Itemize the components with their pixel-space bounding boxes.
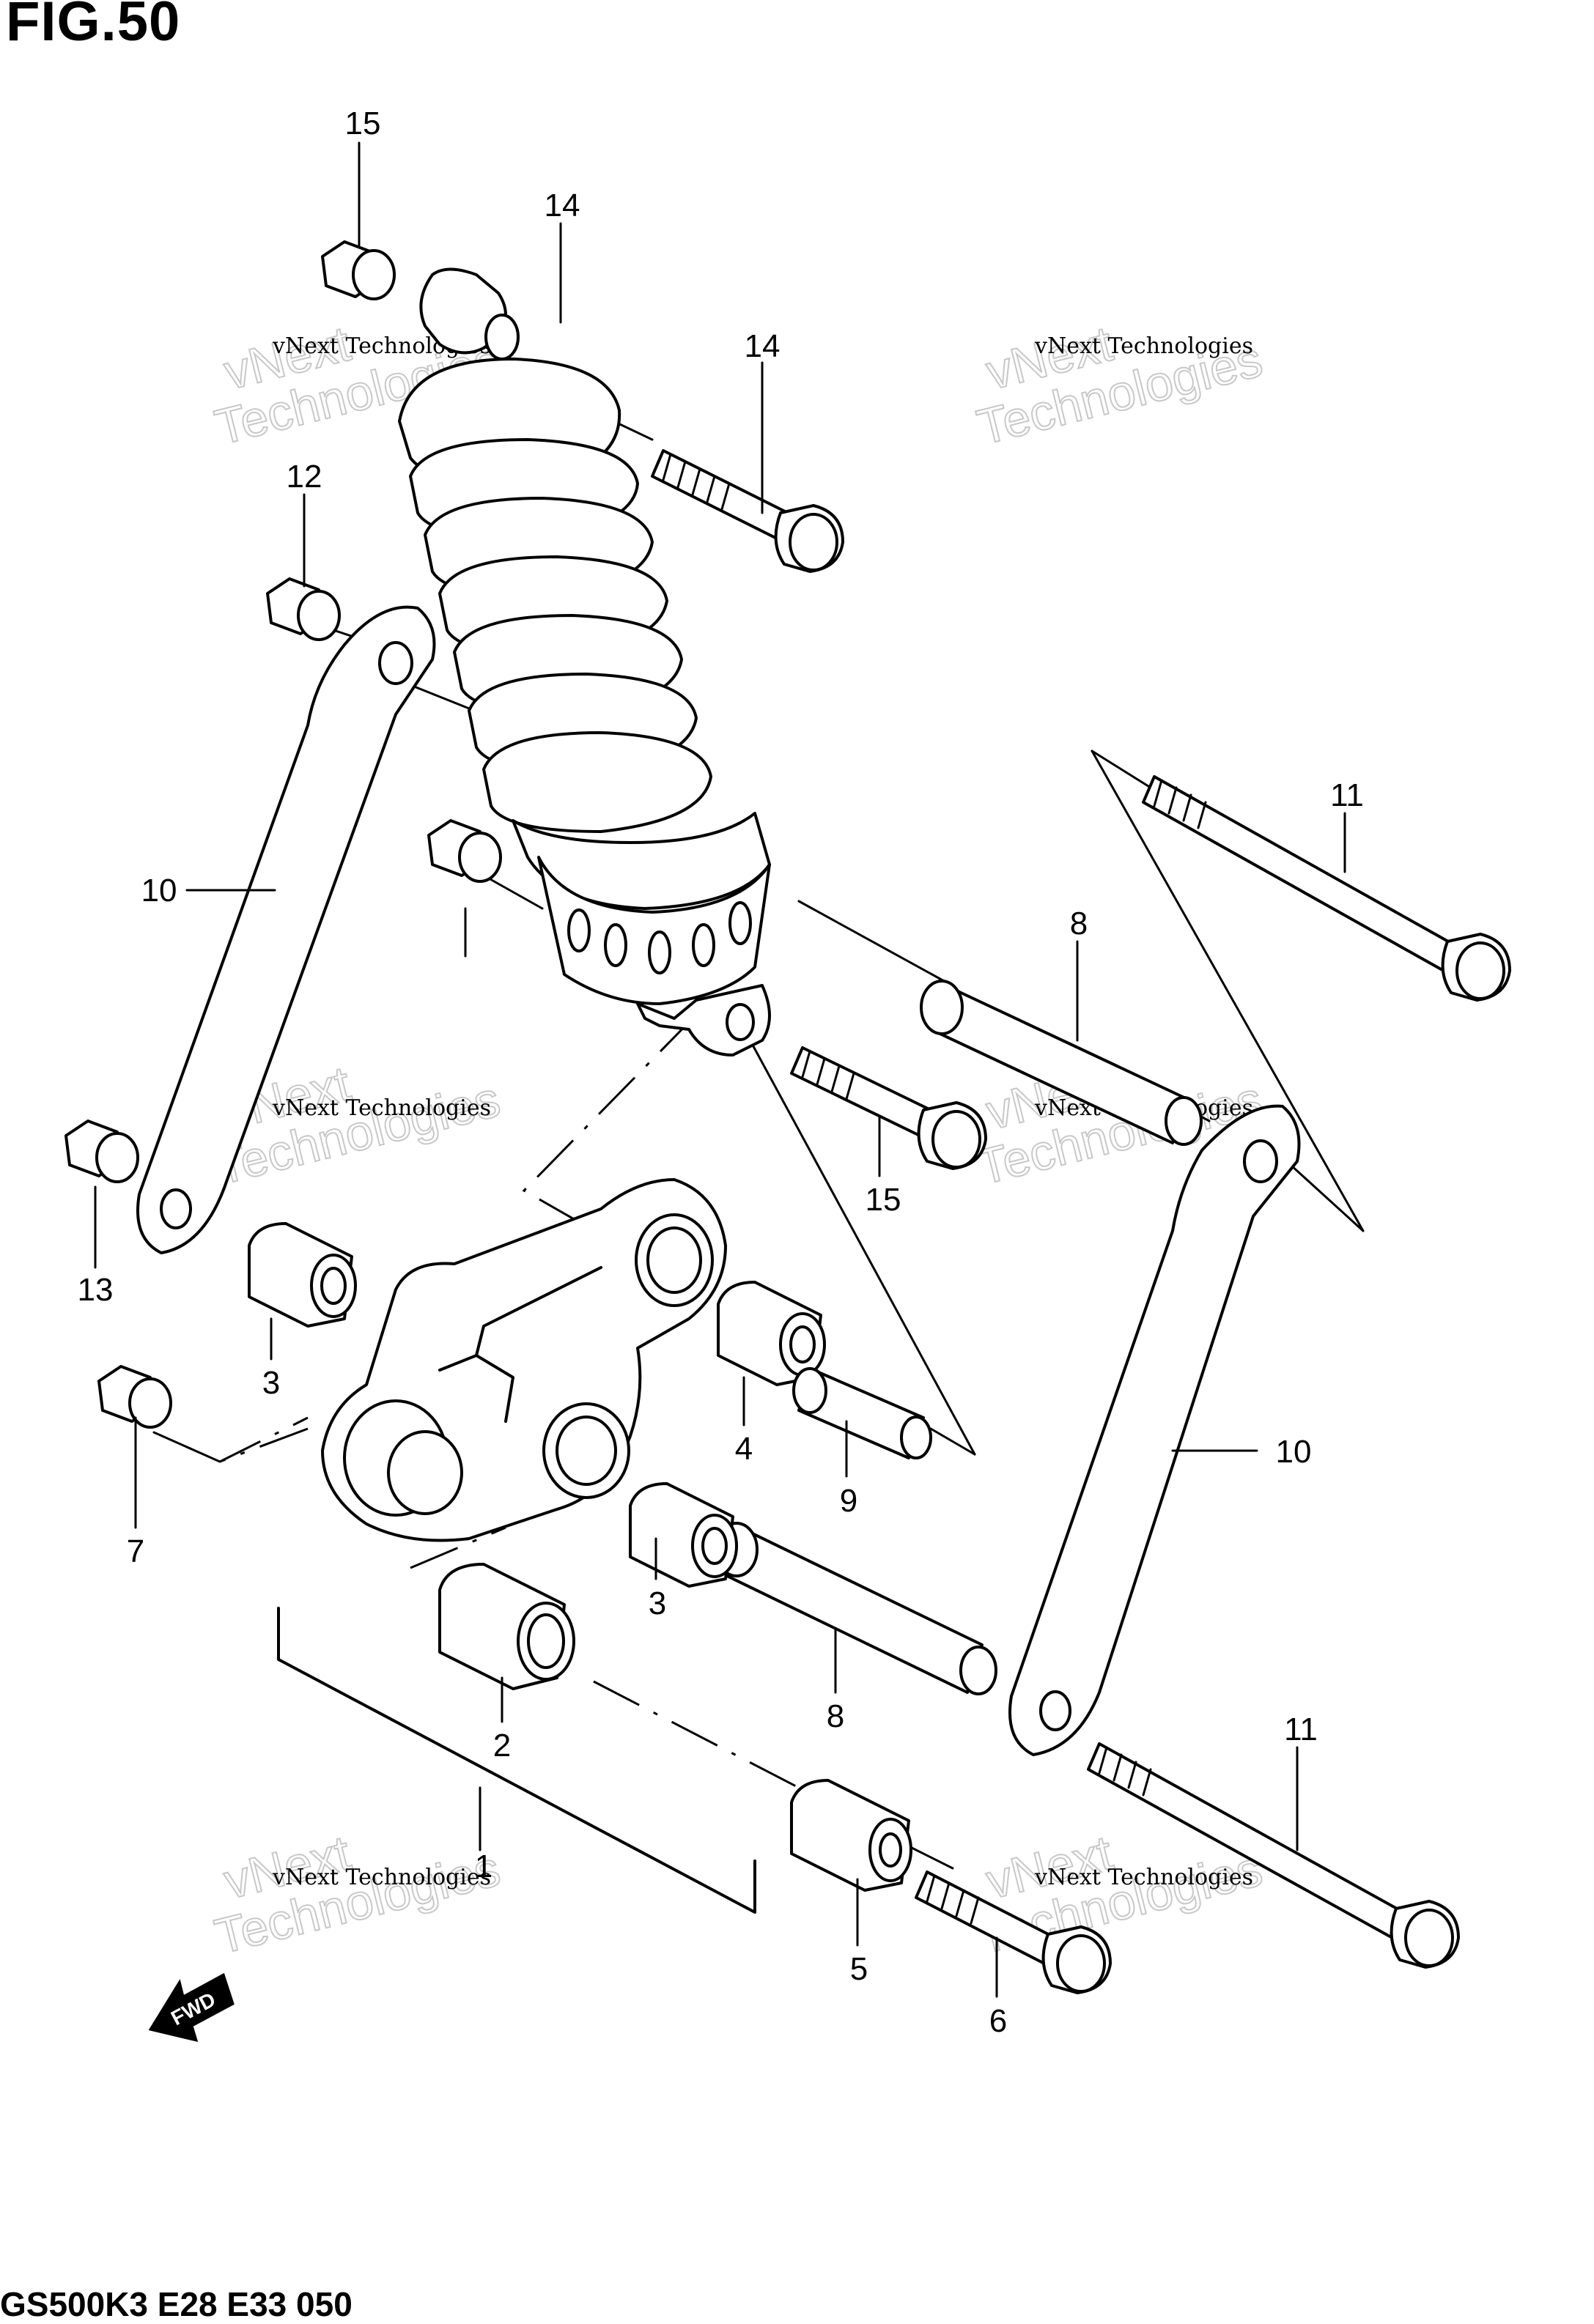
bolt-14-upper [651,449,844,573]
watermark-small-2: vNext Technologies [1034,333,1253,359]
bolt-6 [915,1870,1112,1994]
callout-3-lower: 3 [649,1585,666,1621]
nut-15-upper [321,240,396,300]
callout-14-upper: 14 [745,328,781,364]
pipe-8-upper [920,980,1203,1146]
callout-10-right: 10 [1276,1434,1312,1470]
collar-9 [792,1367,932,1459]
bushing-3-lower [629,1482,738,1588]
nut-15-lower [427,819,502,883]
watermark-small-5: vNext Technologies [272,1865,491,1890]
callout-5: 5 [850,1951,868,1987]
bolt-11-lower [1087,1742,1460,1969]
callout-13: 14 [545,188,580,223]
callout-8-lower: 8 [827,1698,844,1734]
callout-leaders [94,141,1346,1998]
pipe-8-lower [715,1522,997,1695]
callout-7: 7 [127,1533,144,1569]
callout-4: 4 [735,1431,753,1467]
callout-12-lower: 13 [78,1272,114,1308]
cushion-lever [321,1178,727,1542]
callout-14-lower: 15 [866,1182,901,1218]
bushing-5 [790,1779,912,1892]
bolt-14-lower [790,1046,987,1170]
nut-12-lower [64,1120,139,1183]
callout-11-lower: 11 [1284,1711,1318,1747]
callout-2: 2 [493,1728,511,1764]
callout-9: 9 [840,1483,857,1519]
callout-15-upper: 15 [345,106,381,141]
watermark-group: vNext Technologies vNext Technologies vN… [209,315,1269,1966]
watermark-small-3: vNext Technologies [272,1095,491,1121]
rear-shock-absorber [398,267,771,1056]
bushing-3-upper [248,1222,357,1328]
callout-11-upper: 11 [1330,777,1364,813]
callout-3-upper: 3 [262,1365,280,1401]
callout-12-upper: 12 [287,459,322,495]
callout-labels: 15 14 14 12 10 11 8 15 13 3 4 9 10 7 3 8… [78,106,1364,2039]
callout-10-left: 10 [141,873,177,908]
callout-6: 6 [989,2003,1007,2039]
nut-7 [97,1365,172,1429]
link-10-left [136,605,436,1254]
watermark-small-6: vNext Technologies [1034,1865,1253,1890]
nut-12-upper [266,577,341,641]
link-10-right [1008,1104,1301,1756]
figure-footer-code: GS500K3 E28 E33 050 [0,2285,353,2323]
bolt-11-upper [1142,775,1511,1002]
callout-8-upper: 8 [1070,906,1088,941]
bushing-2 [438,1563,575,1690]
fwd-arrow-icon: FWD [148,1972,235,2043]
bushing-4 [717,1281,826,1386]
callout-1: 1 [475,1849,492,1884]
figure-title: FIG.50 [6,0,181,53]
